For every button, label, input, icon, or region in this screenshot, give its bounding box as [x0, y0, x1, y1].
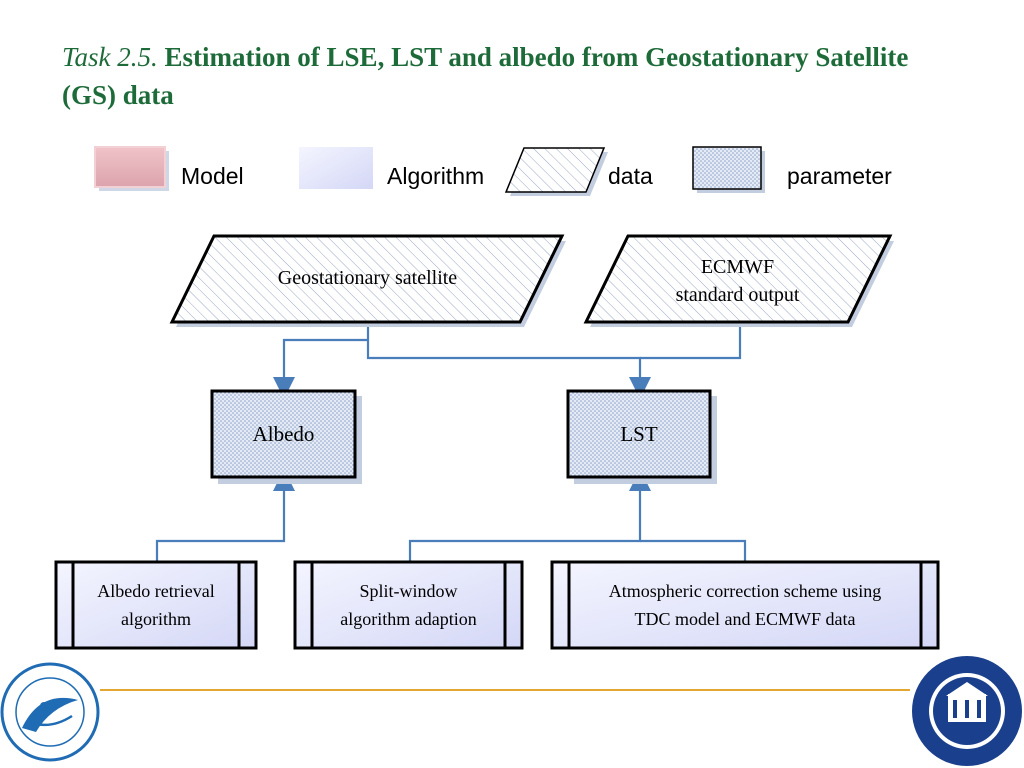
page-title: Task 2.5. Estimation of LSE, LST and alb…: [62, 38, 962, 114]
lst-label: LST: [620, 422, 658, 446]
ecmwf-label-line1: ECMWF: [700, 256, 775, 278]
node-albedo: [210, 389, 362, 484]
alg-split-label: Split-window algorithm adaption: [312, 577, 505, 633]
legend-algorithm-label: Algorithm: [387, 163, 485, 189]
connector-split-lst: [408, 469, 651, 562]
connector-gs-albedo: [273, 338, 368, 399]
connectors: [155, 322, 747, 562]
legend-model-swatch: [94, 146, 169, 191]
title-task: Task 2.5.: [62, 42, 158, 72]
node-alg-atm: [550, 560, 940, 650]
ecmwf-label-line2: standard output: [675, 284, 800, 306]
gs-label: Geostationary satellite: [277, 267, 458, 289]
legend-model-label: Model: [181, 163, 244, 189]
footer-divider: [100, 689, 910, 691]
legend-data-label: data: [608, 163, 653, 189]
node-ecmwf: [583, 234, 894, 327]
connector-ecmwf-lst: [640, 322, 742, 360]
legend-parameter-swatch: [692, 146, 765, 193]
albedo-label: Albedo: [252, 422, 315, 446]
alg-atm-label: Atmospheric correction scheme using TDC …: [569, 577, 921, 633]
legend: [94, 146, 765, 196]
connector-atm-lst: [640, 539, 747, 562]
title-main: Estimation of LSE, LST and albedo from G…: [62, 42, 909, 110]
legend-parameter-label: parameter: [787, 163, 892, 189]
alg-albedo-label: Albedo retrieval algorithm: [73, 577, 239, 633]
connector-albalg-albedo: [155, 469, 295, 562]
alg-albedo-line2: algorithm: [121, 609, 191, 629]
legend-algorithm-swatch: [299, 147, 373, 189]
node-geostationary-satellite: [169, 234, 566, 327]
connector-gs-lst: [366, 322, 651, 399]
alg-albedo-line1: Albedo retrieval: [97, 581, 215, 601]
node-alg-split: [293, 560, 524, 650]
bnu-seal-logo: [912, 656, 1022, 766]
ecmwf-label: ECMWF standard output: [620, 253, 855, 309]
alg-split-line1: Split-window: [359, 581, 458, 601]
legend-data-swatch: [504, 147, 608, 196]
alg-atm-line2: TDC model and ECMWF data: [634, 609, 856, 629]
alg-split-line2: algorithm adaption: [340, 609, 477, 629]
state-key-lab-logo: [0, 662, 100, 762]
alg-atm-line1: Atmospheric correction scheme using: [608, 581, 882, 601]
node-lst: [566, 389, 717, 484]
node-alg-albedo: [54, 560, 258, 650]
